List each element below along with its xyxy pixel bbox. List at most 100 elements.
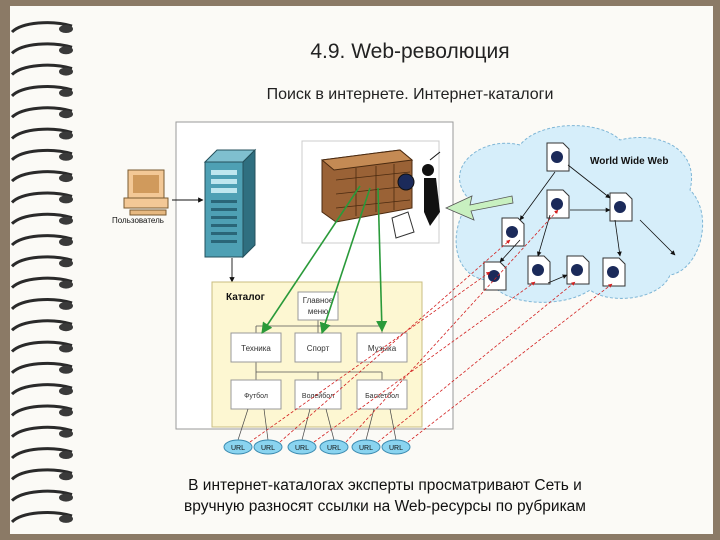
spiral-binding — [10, 21, 73, 524]
spiral-ring — [10, 170, 73, 183]
web-page-icon — [483, 261, 507, 291]
category-label: Спорт — [307, 344, 330, 353]
category-label: Техника — [241, 344, 271, 353]
url-label: URL — [359, 445, 373, 452]
spiral-hole — [59, 110, 73, 119]
url-node — [381, 439, 411, 455]
web-page-icon — [501, 217, 525, 247]
crawl-arrow — [445, 195, 514, 221]
spiral-ring — [10, 255, 73, 268]
spiral-ring — [10, 85, 73, 98]
url-node — [287, 439, 317, 455]
spiral-hole — [59, 365, 73, 374]
web-page-icon — [609, 192, 633, 222]
spiral-hole — [59, 493, 73, 502]
spiral-hole — [59, 131, 73, 140]
server-icon — [203, 148, 257, 259]
subcategory-label: Футбол — [244, 392, 268, 400]
web-links — [499, 164, 676, 284]
url-node — [223, 439, 253, 455]
subcategory-node-football — [230, 379, 282, 410]
url-node — [319, 439, 349, 455]
url-to-web-links — [249, 209, 613, 443]
spiral-hole — [59, 174, 73, 183]
spiral-hole — [59, 408, 73, 417]
spiral-ring — [10, 425, 73, 438]
spiral-ring — [10, 298, 73, 311]
spiral-ring — [10, 361, 73, 374]
spiral-hole — [59, 323, 73, 332]
spiral-ring — [10, 106, 73, 119]
spiral-ring — [10, 447, 73, 460]
url-node — [351, 439, 381, 455]
category-node-sport — [294, 332, 342, 363]
expert-arrows — [261, 185, 388, 335]
root-node-line2: меню — [308, 307, 328, 316]
subcategory-label: Баскетбол — [365, 392, 399, 400]
user-label: Пользователь — [112, 216, 164, 225]
spiral-hole — [59, 472, 73, 481]
spiral-hole — [59, 67, 73, 76]
spiral-hole — [59, 451, 73, 459]
catalog-label: Каталог — [226, 292, 265, 303]
spiral-hole — [59, 387, 73, 396]
url-label: URL — [389, 445, 403, 452]
caption-line-2: вручную разносят ссылки на Web-ресурсы п… — [184, 498, 586, 515]
web-page-icon — [546, 189, 570, 219]
spiral-ring — [10, 212, 73, 225]
spiral-hole — [59, 280, 73, 289]
spiral-hole — [59, 195, 73, 204]
spiral-ring — [10, 127, 73, 140]
slide-title: 4.9. Web-революция — [310, 40, 510, 63]
slide-caption: В интернет-каталогах эксперты просматрив… — [130, 475, 640, 517]
www-label: World Wide Web — [590, 156, 668, 167]
caption-line-1: В интернет-каталогах эксперты просматрив… — [188, 477, 582, 494]
web-page-icon — [566, 255, 590, 285]
user-computer-icon — [123, 169, 169, 216]
spiral-ring — [10, 148, 73, 161]
spiral-ring — [10, 319, 73, 332]
subcategory-node-volleyball — [294, 379, 342, 410]
spiral-ring — [10, 21, 73, 34]
spiral-ring — [10, 42, 73, 55]
spiral-hole — [59, 25, 73, 33]
spiral-hole — [59, 429, 73, 438]
spiral-hole — [59, 301, 73, 310]
spiral-hole — [59, 238, 73, 246]
spiral-hole — [59, 152, 73, 161]
spiral-ring — [10, 276, 73, 289]
spiral-ring — [10, 340, 73, 353]
web-page-icon — [602, 257, 626, 287]
spiral-ring — [10, 404, 73, 417]
url-label: URL — [295, 445, 309, 452]
web-page-icon — [527, 255, 551, 285]
url-label: URL — [261, 445, 275, 452]
web-page-icon — [546, 142, 570, 172]
url-label: URL — [327, 445, 341, 452]
spiral-hole — [59, 514, 73, 523]
spiral-hole — [59, 216, 73, 225]
spiral-ring — [10, 234, 73, 247]
root-node-line1: Главное — [303, 296, 334, 305]
spiral-ring — [10, 383, 73, 396]
web-pages — [483, 142, 633, 291]
category-node-tech — [230, 332, 282, 363]
url-links — [237, 408, 397, 441]
expert-illustration — [301, 140, 441, 244]
url-node — [253, 439, 283, 455]
connector-arrows — [172, 197, 235, 283]
url-label: URL — [231, 445, 245, 452]
spiral-hole — [59, 88, 73, 97]
spiral-ring — [10, 63, 73, 76]
spiral-hole — [59, 46, 73, 55]
spiral-hole — [59, 344, 73, 353]
slide-subtitle: Поиск в интернете. Интернет-каталоги — [266, 86, 554, 103]
spiral-ring — [10, 511, 73, 524]
subcategory-label: Волейбол — [302, 392, 334, 400]
spiral-ring — [10, 489, 73, 502]
url-nodes: URL URL URL URL URL URL — [223, 439, 411, 455]
spiral-ring — [10, 468, 73, 481]
spiral-ring — [10, 191, 73, 204]
spiral-hole — [59, 259, 73, 268]
